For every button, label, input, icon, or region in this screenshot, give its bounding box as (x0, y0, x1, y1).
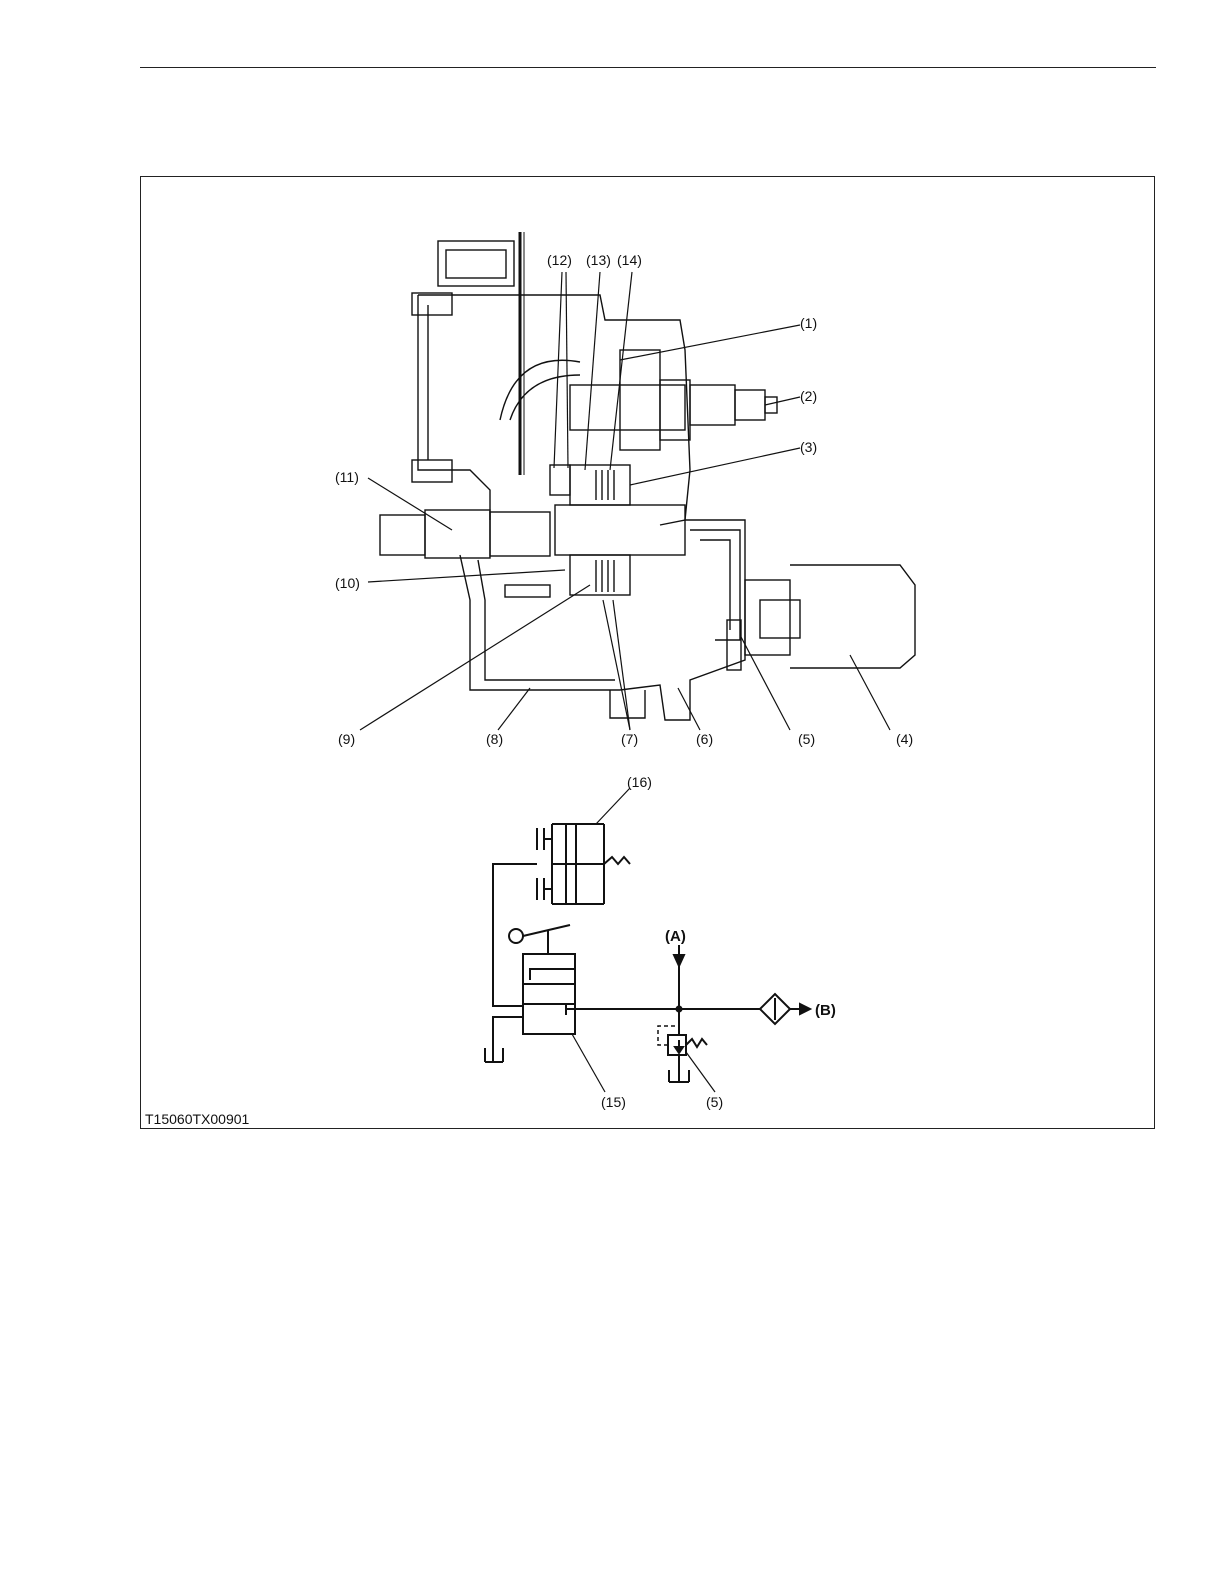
schematic-labels: (16) (15) (5) (A) (B) (601, 774, 836, 1110)
callout-9: (9) (338, 731, 355, 747)
port-b-label: (B) (815, 1002, 836, 1019)
callout-10: (10) (335, 575, 360, 591)
callout-1: (1) (800, 315, 817, 331)
callout-5: (5) (798, 731, 815, 747)
figure-code: T15060TX00901 (145, 1111, 250, 1127)
callout-3: (3) (800, 439, 817, 455)
schematic-label-5: (5) (706, 1094, 723, 1110)
callout-leaders (360, 272, 890, 730)
callout-8: (8) (486, 731, 503, 747)
hydraulic-schematic (485, 824, 810, 1082)
schematic-label-16: (16) (627, 774, 652, 790)
schematic-label-15: (15) (601, 1094, 626, 1110)
callout-14: (14) (617, 252, 642, 268)
callout-2: (2) (800, 388, 817, 404)
callout-6: (6) (696, 731, 713, 747)
callout-13: (13) (586, 252, 611, 268)
pto-cross-section-drawing (380, 232, 915, 720)
port-a-label: (A) (665, 928, 686, 945)
callout-labels: (1) (2) (3) (4) (5) (6) (7) (8) (9) (10)… (335, 252, 913, 747)
schematic-leaders (572, 788, 715, 1092)
callout-11: (11) (335, 469, 359, 485)
junction-dot (676, 1006, 683, 1013)
callout-4: (4) (896, 731, 913, 747)
callout-12: (12) (547, 252, 572, 268)
callout-7: (7) (621, 731, 638, 747)
